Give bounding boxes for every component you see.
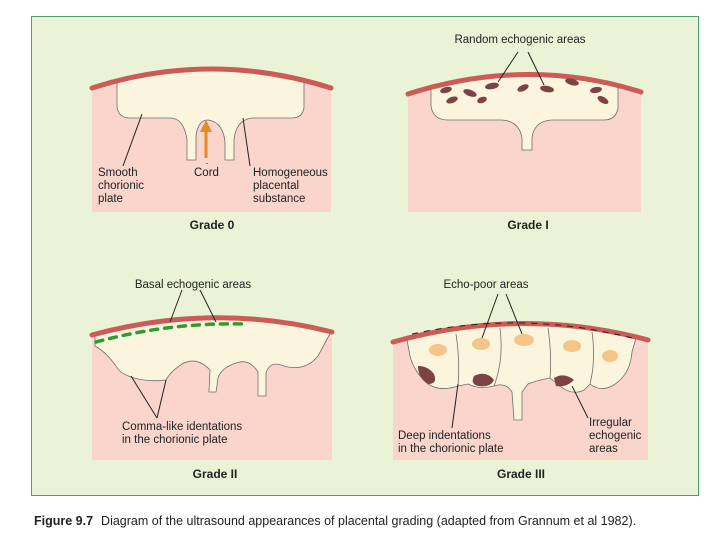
label-smooth-plate-1: Smooth <box>98 167 138 179</box>
grade-1-panel: Random echogenic areas Grade I <box>405 34 644 232</box>
label-irregular-2: echogenic <box>589 430 642 442</box>
leader-smooth-plate <box>122 113 143 167</box>
leader-random-2 <box>527 51 545 86</box>
grade-3-dashed-line <box>411 322 633 339</box>
leader-comma-1 <box>130 375 158 419</box>
grade-3-title: Grade III <box>497 467 545 481</box>
leader-deep <box>451 383 459 429</box>
cotyledon-septa <box>455 327 594 387</box>
leader-homogeneous <box>242 117 251 167</box>
label-homogeneous-3: substance <box>253 193 305 205</box>
basal-echogenic-dots <box>94 322 248 344</box>
grade-2-chorionic-plate <box>89 315 335 338</box>
echo-poor-areas <box>429 334 618 362</box>
grade-3-panel: Echo-poor areas Deep indentations in the… <box>390 279 651 481</box>
figure-number: Figure 9.7 <box>34 514 94 528</box>
leader-random-1 <box>497 51 519 83</box>
grade-0-panel: Smooth chorionic plate Cord Homogeneous … <box>89 66 334 232</box>
leader-irregular <box>571 385 589 419</box>
label-smooth-plate-3: plate <box>98 193 123 205</box>
random-echogenic-areas <box>440 78 609 104</box>
cord-arrow <box>200 120 212 158</box>
grade-0-title: Grade 0 <box>190 218 235 232</box>
grade-2-panel: Basal echogenic areas Comma-like identat… <box>89 279 335 481</box>
grade-1-chorionic-plate <box>405 72 644 97</box>
label-comma-1: Comma-like identations <box>122 421 242 433</box>
figure-caption-text: Diagram of the ultrasound appearances of… <box>101 514 637 528</box>
label-smooth-plate-2: chorionic <box>98 180 144 192</box>
grade-1-title: Grade I <box>507 218 548 232</box>
leader-echo-poor-1 <box>481 293 499 339</box>
label-irregular-1: Irregular <box>589 417 632 429</box>
grade-0-chorionic-plate <box>89 66 334 91</box>
grade-2-title: Grade II <box>193 467 238 481</box>
grade-3-chorionic-plate <box>390 321 651 345</box>
leader-echo-poor-2 <box>505 293 523 335</box>
label-random-echogenic: Random echogenic areas <box>454 34 585 46</box>
label-homogeneous-2: placental <box>253 180 299 192</box>
leader-comma-2 <box>156 379 167 419</box>
leader-basal-2 <box>199 289 217 323</box>
label-basal-echogenic: Basal echogenic areas <box>135 279 252 291</box>
label-homogeneous-1: Homogeneous <box>253 167 328 179</box>
label-deep-1: Deep indentations <box>398 430 491 442</box>
label-cord: Cord <box>194 167 219 179</box>
label-echo-poor: Echo-poor areas <box>443 279 528 291</box>
label-comma-2: in the chorionic plate <box>122 434 227 446</box>
irregular-echogenic-areas <box>418 366 574 387</box>
figure-caption: Figure 9.7 Diagram of the ultrasound appe… <box>34 514 636 528</box>
label-irregular-3: areas <box>589 443 618 455</box>
label-deep-2: in the chorionic plate <box>398 443 503 455</box>
leader-basal-1 <box>169 289 183 323</box>
